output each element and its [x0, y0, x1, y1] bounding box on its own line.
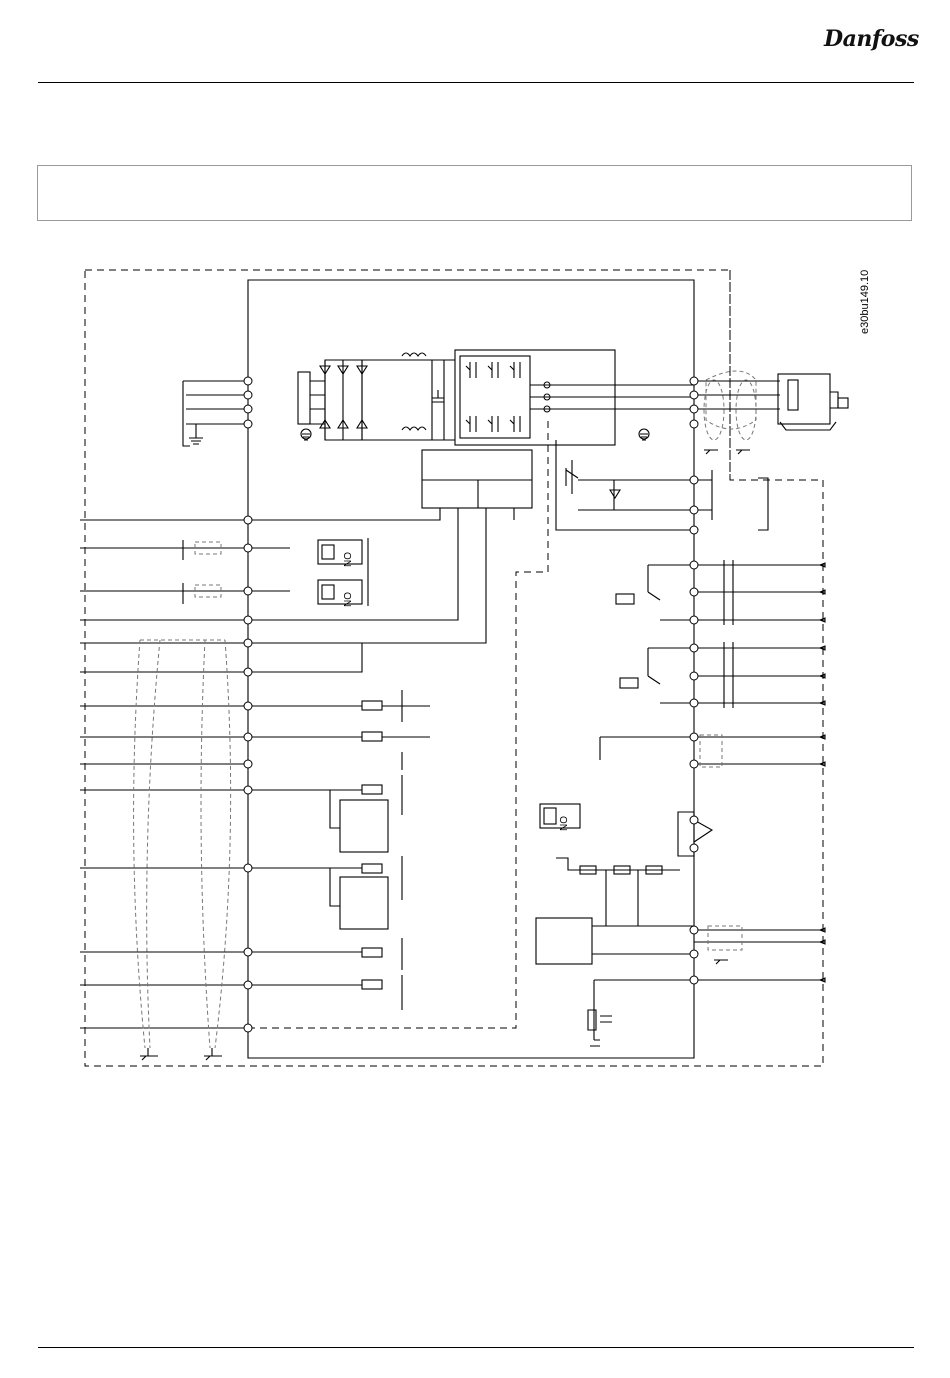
motor-output — [694, 371, 848, 454]
drive-enclosure — [85, 270, 823, 1066]
left-terminals — [80, 520, 458, 1060]
relay-1 — [616, 560, 825, 625]
svg-text:ON: ON — [341, 552, 352, 567]
dip-switch-1: ON — [318, 540, 362, 567]
svg-text:ON: ON — [341, 592, 352, 607]
rectifier-bridge — [320, 360, 432, 440]
control-module — [422, 450, 532, 508]
drawing-code: e30bu149.10 — [859, 270, 871, 334]
dc-choke — [402, 353, 426, 430]
svg-text:ON: ON — [557, 816, 568, 831]
relay-2 — [620, 642, 825, 708]
mains-input-lines — [183, 381, 248, 446]
dip-switch-2: ON — [318, 580, 362, 607]
rfi-filter — [298, 372, 310, 424]
footer-rule — [38, 1347, 914, 1348]
dip-switch-3: ON — [540, 804, 580, 831]
control-enclosure — [248, 420, 548, 1028]
